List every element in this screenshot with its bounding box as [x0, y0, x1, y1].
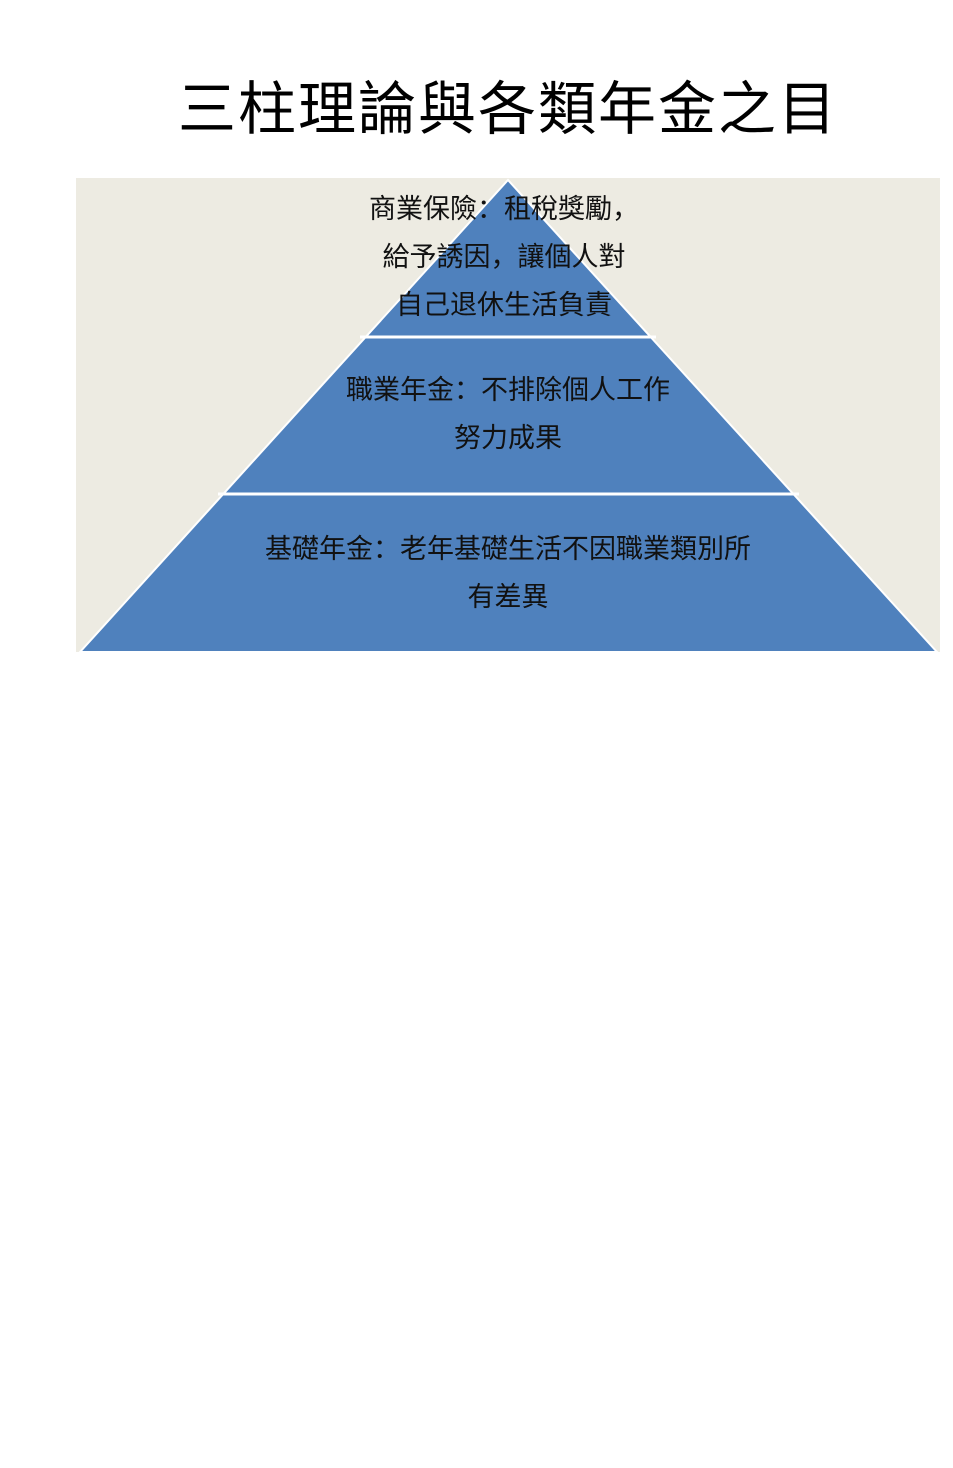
page-title: 三柱理論與各類年金之目	[177, 75, 838, 143]
tier-bottom-label: 基礎年金：老年基礎生活不因職業類別所 有差異	[265, 526, 751, 622]
pyramid-shape	[77, 178, 940, 653]
tier-top-line: 給予誘因，讓個人對	[382, 242, 626, 273]
tier-bottom-line: 基礎年金：老年基礎生活不因職業類別所	[265, 534, 751, 565]
tier-top-line: 自己退休生活負責	[396, 290, 612, 321]
tier-middle-line: 職業年金：不排除個人工作	[346, 375, 670, 406]
tier-bottom-line: 有差異	[467, 582, 549, 613]
tier-middle-line: 努力成果	[454, 423, 562, 454]
tier-top-line: 商業保險：租稅獎勵，	[369, 194, 639, 225]
tier-middle-label: 職業年金：不排除個人工作 努力成果	[346, 367, 670, 463]
tier-top-label: 商業保險：租稅獎勵， 給予誘因，讓個人對 自己退休生活負責	[369, 186, 639, 330]
